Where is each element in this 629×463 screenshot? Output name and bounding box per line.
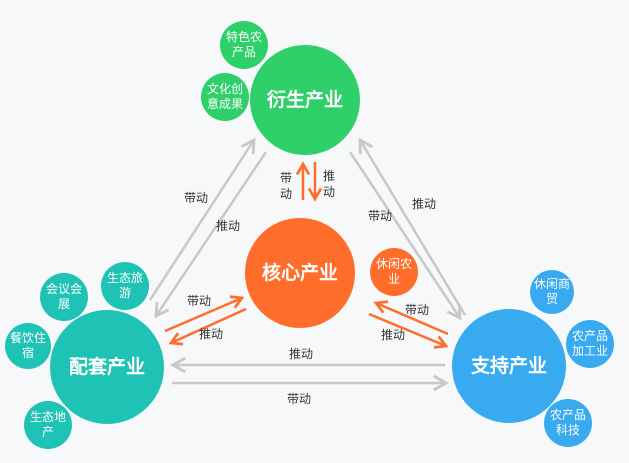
node-derived-sub: 文化创意成果 xyxy=(201,73,249,121)
node-support-sub: 农产品加工业 xyxy=(566,320,614,368)
node-core: 核心产业 xyxy=(245,218,355,328)
label-push: 推动 xyxy=(380,328,405,342)
node-derived-sub: 特色农产品 xyxy=(220,21,268,69)
node-matching-sub: 生态旅游 xyxy=(101,262,149,310)
arrow-matching-to-core xyxy=(164,295,245,333)
arrow-derived-to-support xyxy=(348,151,462,321)
label-push: 推动 xyxy=(289,347,314,361)
arrow-core-to-matching xyxy=(168,307,247,346)
node-core-sub: 休闲农业 xyxy=(370,248,418,296)
label-drive: 带动 xyxy=(367,209,392,223)
label-drive: 带动 xyxy=(186,294,211,308)
node-derived: 衍生产业 xyxy=(250,45,360,155)
arrow-support-to-derived xyxy=(358,137,467,316)
label-drive: 带动 xyxy=(279,171,292,201)
label-drive: 带动 xyxy=(287,392,312,406)
label-drive: 带动 xyxy=(183,191,208,205)
node-support-sub: 休闲商贸 xyxy=(530,270,574,314)
label-push: 推动 xyxy=(322,169,335,199)
label-drive: 带动 xyxy=(404,303,429,317)
arrow-support-to-core xyxy=(373,300,449,336)
arrow-core-to-support xyxy=(368,312,449,349)
label-push: 推动 xyxy=(411,197,436,211)
node-support-sub: 农产品科技 xyxy=(544,399,592,447)
node-support: 支持产业 xyxy=(452,309,566,423)
label-push: 推动 xyxy=(215,219,240,233)
node-matching-sub: 生态地产 xyxy=(24,401,72,449)
node-matching: 配套产业 xyxy=(50,310,164,424)
node-matching-sub: 餐饮住宿 xyxy=(5,323,51,369)
arrow-matching-to-derived xyxy=(148,137,256,301)
arrow-derived-to-matching xyxy=(154,151,268,319)
label-push: 推动 xyxy=(198,327,223,341)
node-matching-sub: 会议会展 xyxy=(40,273,88,321)
